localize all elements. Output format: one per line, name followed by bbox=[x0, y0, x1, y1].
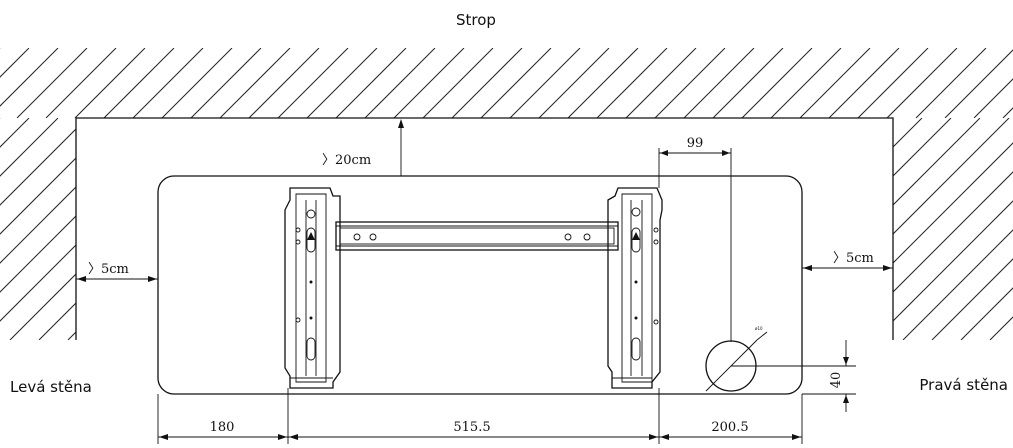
hatch-line bbox=[741, 48, 813, 118]
left-wall-label: Levá stěna bbox=[10, 378, 92, 396]
hatch-line bbox=[538, 48, 610, 118]
hatch-line bbox=[828, 48, 900, 118]
hatch-line bbox=[944, 48, 1013, 118]
hatch-line bbox=[155, 118, 377, 340]
hole-height-label: 40 bbox=[829, 372, 844, 389]
hatch-line bbox=[770, 48, 842, 118]
hatch-line bbox=[335, 48, 407, 118]
hatch-line bbox=[277, 48, 349, 118]
hatch-line bbox=[393, 48, 465, 118]
hatch-line bbox=[248, 48, 320, 118]
left-clearance-label: 〉5cm bbox=[88, 262, 129, 277]
hatch-line bbox=[38, 118, 76, 340]
hatch-line bbox=[989, 118, 1013, 340]
hatch-line bbox=[893, 118, 981, 340]
hatch-line bbox=[509, 48, 581, 118]
hatch-line bbox=[915, 48, 987, 118]
hatch-line bbox=[45, 48, 117, 118]
hatch-line bbox=[893, 118, 1010, 340]
hatch-line bbox=[0, 118, 76, 340]
hatch-line bbox=[567, 48, 639, 118]
hatch-line bbox=[271, 118, 493, 340]
hatch-line bbox=[132, 48, 204, 118]
hatch-line bbox=[0, 118, 76, 340]
hatch-line bbox=[97, 118, 319, 340]
dimension-right: 200.5 bbox=[711, 420, 748, 435]
left-clearance: 〉5cm bbox=[76, 262, 158, 282]
hatch-line bbox=[16, 48, 88, 118]
hatch-line bbox=[893, 118, 1013, 340]
hatch-line bbox=[0, 48, 30, 118]
dimension-hole-height: 40 bbox=[731, 340, 856, 412]
ceiling-label: Strop bbox=[456, 11, 496, 29]
hatch-line bbox=[886, 48, 958, 118]
hatch-line bbox=[103, 48, 175, 118]
hatch-line bbox=[219, 48, 291, 118]
hatch-line bbox=[0, 118, 76, 340]
hatch-line bbox=[74, 48, 146, 118]
hatch-line bbox=[893, 118, 894, 340]
hatch-line bbox=[902, 118, 1013, 340]
hatch-line bbox=[683, 48, 755, 118]
bottom-dimensions: 180 515.5 200.5 bbox=[157, 388, 803, 444]
mounting-plate bbox=[284, 187, 663, 389]
hatch-line bbox=[422, 48, 494, 118]
right-clearance-label: 〉5cm bbox=[833, 251, 874, 266]
hatch-line bbox=[67, 118, 76, 340]
hatch-line bbox=[973, 48, 1013, 118]
indoor-unit-outline bbox=[157, 175, 803, 395]
hatch-line bbox=[161, 48, 233, 118]
top-clearance: 〉20cm bbox=[322, 119, 404, 176]
hatch-line bbox=[213, 118, 435, 340]
hatch-line bbox=[126, 118, 348, 340]
hatch-line bbox=[364, 48, 436, 118]
hatch-line bbox=[893, 118, 952, 340]
left-wall-hatch bbox=[0, 118, 493, 340]
hatch-line bbox=[712, 48, 784, 118]
hatch-line bbox=[654, 48, 726, 118]
dimension-left: 180 bbox=[210, 420, 235, 435]
hole-offset-label: 99 bbox=[687, 136, 704, 151]
hatch-line bbox=[306, 48, 378, 118]
hatch-line bbox=[184, 118, 406, 340]
hatch-line bbox=[9, 118, 76, 340]
hatch-line bbox=[451, 48, 523, 118]
hatch-line bbox=[893, 118, 923, 340]
right-wall-label: Pravá stěna bbox=[919, 376, 1008, 394]
right-clearance: 〉5cm bbox=[802, 251, 893, 271]
hatch-line bbox=[480, 48, 552, 118]
hatch-line bbox=[857, 48, 929, 118]
hatch-line bbox=[799, 48, 871, 118]
hatch-line bbox=[596, 48, 668, 118]
ceiling-hatch bbox=[0, 48, 1013, 118]
hatch-line bbox=[931, 118, 1013, 340]
hatch-line bbox=[893, 118, 1013, 340]
dimension-middle: 515.5 bbox=[453, 420, 490, 435]
wall-outline bbox=[75, 117, 894, 340]
hatch-line bbox=[0, 118, 76, 340]
hatch-line bbox=[0, 118, 59, 340]
dimension-hole-offset: 99 bbox=[658, 136, 732, 342]
hatch-line bbox=[960, 118, 1013, 340]
hatch-line bbox=[242, 118, 464, 340]
hatch-line bbox=[625, 48, 697, 118]
hole-diameter-label: ø10 bbox=[755, 326, 763, 331]
hatch-line bbox=[190, 48, 262, 118]
hatch-line bbox=[0, 118, 76, 340]
hatch-line bbox=[893, 118, 1013, 340]
right-wall-hatch bbox=[893, 118, 1013, 340]
hatch-line bbox=[0, 48, 59, 118]
top-clearance-label: 〉20cm bbox=[322, 153, 371, 168]
pipe-hole: ø10 bbox=[705, 326, 768, 392]
